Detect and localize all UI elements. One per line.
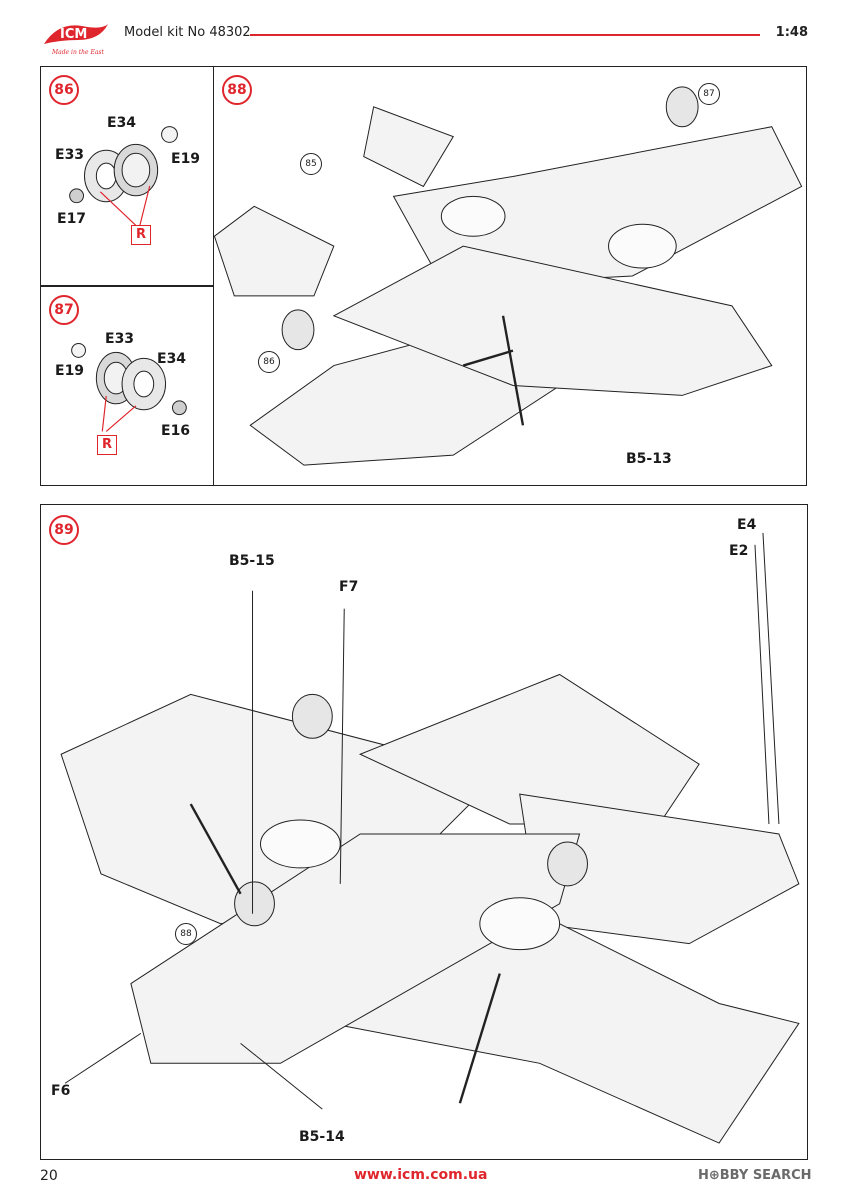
part-label-e34: E34: [107, 115, 137, 131]
step-number-87: 87: [49, 295, 79, 325]
page-number: 20: [40, 1168, 58, 1184]
ref-step-88: 88: [175, 923, 197, 945]
page-header: ICM Made in the East Model kit No 48302 …: [0, 0, 848, 60]
part-label-e2: E2: [729, 543, 749, 559]
svg-text:ICM: ICM: [60, 27, 87, 42]
step-number-88: 88: [222, 75, 252, 105]
svg-text:Made in the East: Made in the East: [51, 49, 104, 56]
paint-ref-r: R: [97, 435, 117, 455]
ref-step-86: 86: [258, 351, 280, 373]
ref-step-85: 85: [300, 153, 322, 175]
step-89-panel: 89 88 E4 E2 B5-15 F7 F6 B5-14: [40, 504, 808, 1160]
scale-label: 1:48: [775, 25, 808, 40]
website-link[interactable]: www.icm.com.ua: [354, 1167, 488, 1183]
step-number-86: 86: [49, 75, 79, 105]
step-88-panel: 88 85 86 87 B5-13: [213, 66, 807, 486]
step-86-panel: 86 E34 E33 E19 E17 R: [40, 66, 214, 286]
part-label-e19: E19: [55, 363, 85, 379]
part-label-e19: E19: [171, 151, 201, 167]
step-87-panel: 87 E33 E34 E19 E16 R: [40, 286, 214, 486]
watermark: H⊕BBY SEARCH: [698, 1168, 812, 1183]
header-rule: [250, 34, 760, 36]
part-label-e4: E4: [737, 517, 757, 533]
part-label-e34: E34: [157, 351, 187, 367]
kit-number: Model kit No 48302: [124, 25, 251, 40]
part-label-e33: E33: [105, 331, 135, 347]
wheel-assembly-87-drawing: [71, 343, 187, 432]
part-label-f7: F7: [339, 579, 359, 595]
ref-step-87: 87: [698, 83, 720, 105]
wheel-assembly-86-drawing: [69, 126, 178, 226]
part-label-e17: E17: [57, 211, 87, 227]
aircraft-underside-drawing-88: [214, 86, 803, 466]
aircraft-underside-drawing-89: [60, 532, 800, 1144]
part-label-b5-13: B5-13: [626, 451, 672, 467]
part-label-b5-15: B5-15: [229, 553, 275, 569]
part-label-e33: E33: [55, 147, 85, 163]
icm-logo: ICM Made in the East: [38, 20, 110, 58]
step-number-89: 89: [49, 515, 79, 545]
paint-ref-r: R: [131, 225, 151, 245]
part-label-e16: E16: [161, 423, 191, 439]
part-label-b5-14: B5-14: [299, 1129, 345, 1145]
part-label-f6: F6: [51, 1083, 71, 1099]
